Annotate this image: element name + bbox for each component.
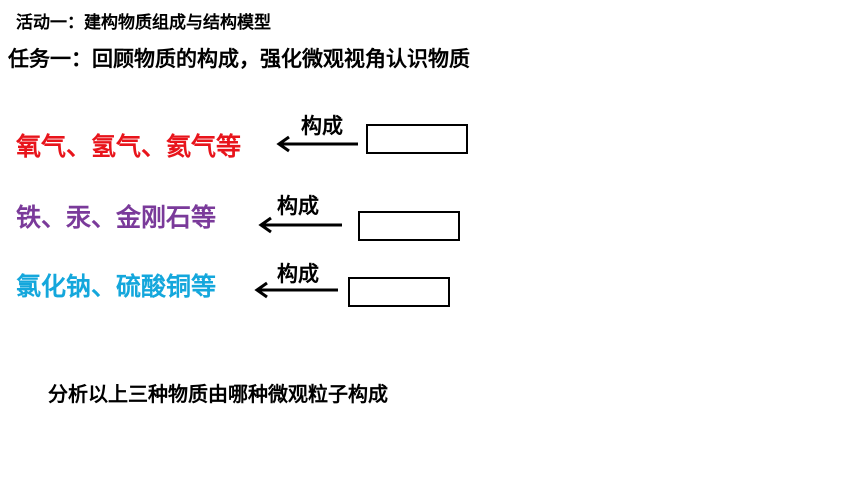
question-text: 分析以上三种物质由哪种微观粒子构成 [48,382,388,406]
arrow-left-icon [254,281,338,299]
answer-box-3[interactable] [348,277,450,307]
answer-box-1[interactable] [366,124,468,154]
arrow-left-icon [276,135,358,153]
task-title: 任务一：回顾物质的构成，强化微观视角认识物质 [8,47,470,71]
arrow-left-icon [258,216,342,234]
substance-group-3: 氯化钠、硫酸铜等 [16,272,217,301]
compose-label-1: 构成 [301,114,343,138]
compose-label-2: 构成 [277,194,319,218]
substance-group-1: 氧气、氢气、氦气等 [16,132,242,161]
activity-title: 活动一：建构物质组成与结构模型 [16,13,271,33]
answer-box-2[interactable] [358,211,460,241]
compose-label-3: 构成 [277,262,319,286]
substance-group-2: 铁、汞、金刚石等 [16,203,217,232]
